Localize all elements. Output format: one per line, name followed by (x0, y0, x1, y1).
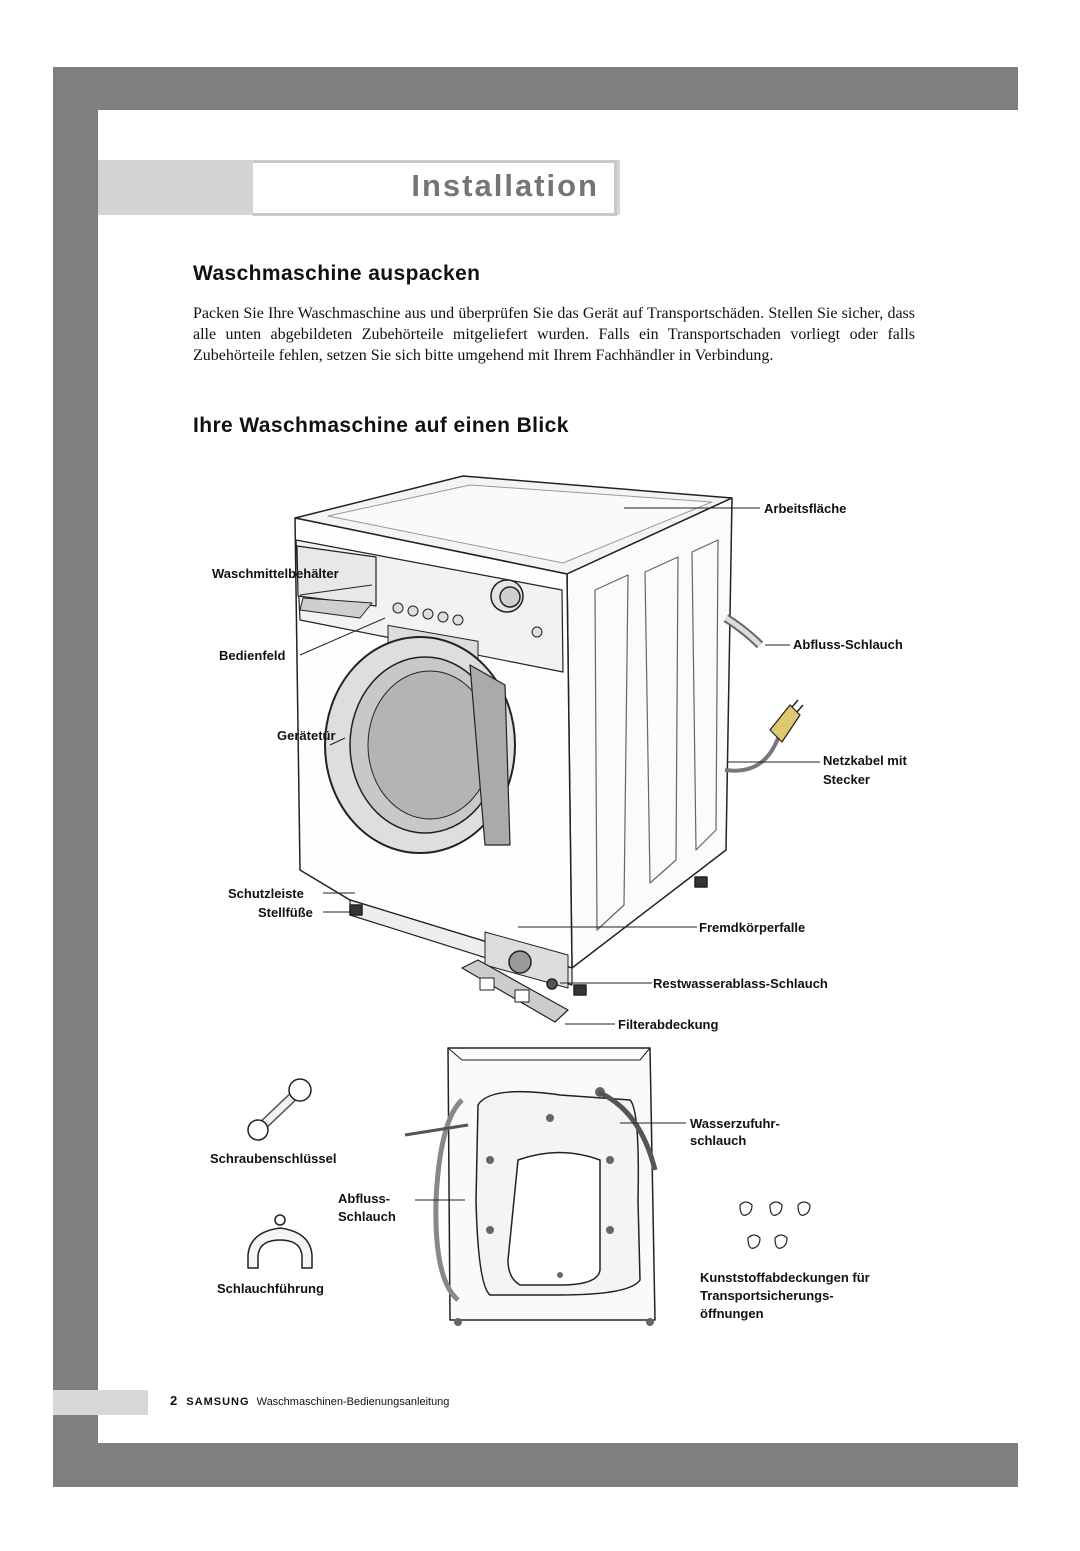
label-abfluss-line2: Schlauch (338, 1209, 396, 1224)
label-kunststoff-line3: öffnungen (700, 1306, 764, 1321)
label-arbeitsflaeche: Arbeitsfläche (764, 501, 847, 516)
frame-bottom-bar (53, 1443, 1018, 1487)
label-kunststoff-line2: Transportsicherungs- (700, 1288, 834, 1303)
label-schutzleiste: Schutzleiste (228, 886, 304, 901)
label-bedienfeld: Bedienfeld (219, 648, 286, 663)
label-restwasserablass-schlauch: Restwasserablass-Schlauch (653, 976, 828, 991)
unpack-paragraph: Packen Sie Ihre Waschmaschine aus und üb… (193, 305, 915, 364)
label-netzkabel-line1: Netzkabel mit (823, 753, 907, 768)
label-waschmittelbehaelter: Waschmittelbehälter (212, 566, 339, 581)
page-footer: 2 SAMSUNG Waschmaschinen-Bedienungsanlei… (170, 1393, 449, 1408)
label-kunststoff-line1: Kunststoffabdeckungen für (700, 1270, 870, 1285)
label-wasserzufuhr-line2: schlauch (690, 1133, 747, 1148)
page-number: 2 (170, 1393, 178, 1408)
label-wasserzufuhr-line1: Wasserzufuhr- (690, 1116, 780, 1131)
page-title: Installation (411, 168, 599, 203)
label-fremdkoerperfalle: Fremdkörperfalle (699, 920, 806, 935)
section-heading-unpack: Waschmaschine auspacken (193, 262, 481, 285)
label-netzkabel-line2: Stecker (823, 772, 870, 787)
brand-name: SAMSUNG (186, 1396, 250, 1408)
label-schlauchfuehrung: Schlauchführung (217, 1281, 324, 1296)
frame-top-bar (53, 67, 1018, 110)
section-heading-overview: Ihre Waschmaschine auf einen Blick (193, 414, 569, 437)
label-filterabdeckung: Filterabdeckung (618, 1017, 719, 1032)
label-geraetetuer: Gerätetür (277, 728, 336, 743)
title-box (253, 160, 617, 216)
label-schraubenschluessel: Schraubenschlüssel (210, 1151, 337, 1166)
frame-left-bar (53, 67, 98, 1487)
footer-tab (53, 1390, 148, 1415)
footer-text: Waschmaschinen-Bedienungsanleitung (256, 1396, 450, 1408)
label-abfluss-line1: Abfluss- (338, 1191, 390, 1206)
label-stellfuesse: Stellfüße (258, 905, 313, 920)
label-abfluss-schlauch: Abfluss-Schlauch (793, 637, 903, 652)
